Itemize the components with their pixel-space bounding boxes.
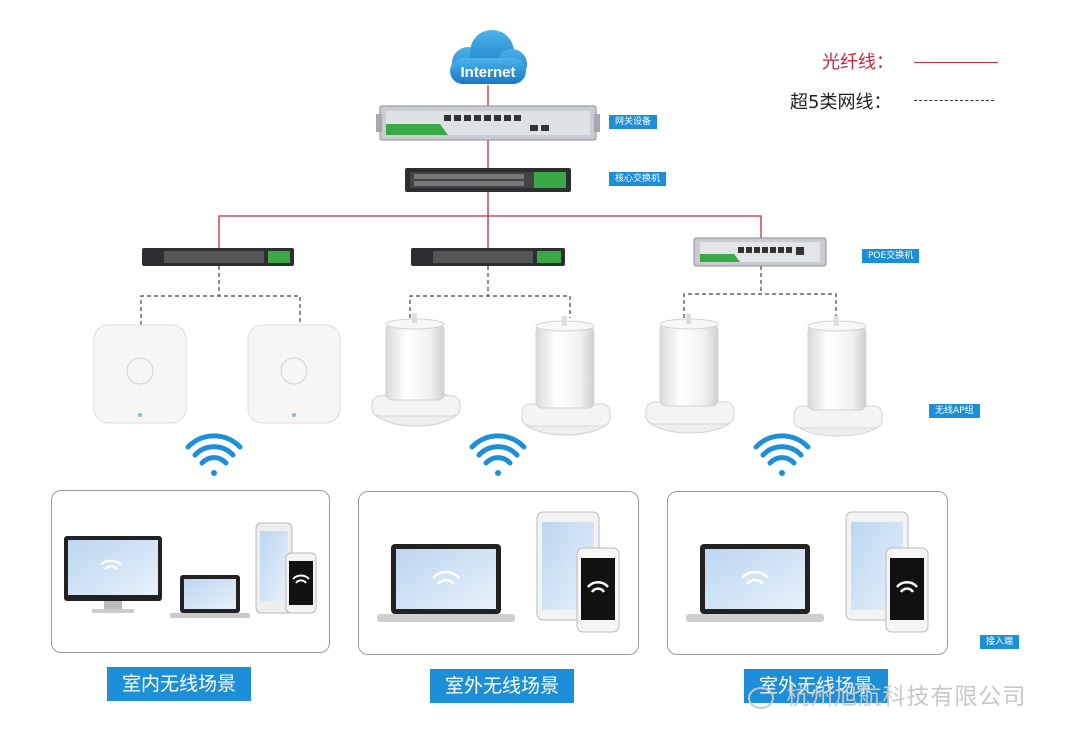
scene-label-outdoor-2: 室外无线场景	[744, 669, 888, 703]
core-switch-tag: 核心交换机	[609, 172, 667, 186]
gateway-device-icon	[376, 105, 600, 141]
legend-cat5e-line	[914, 100, 994, 101]
gateway-tag: 网关设备	[609, 115, 658, 129]
access-switch-middle-icon	[411, 248, 565, 266]
wifi-signal-3-icon	[753, 433, 811, 476]
outdoor-scene-1-panel	[358, 491, 639, 655]
outdoor-ap-2-icon	[521, 316, 611, 436]
cat5e-links	[140, 266, 837, 325]
ceiling-ap-2-icon	[247, 324, 341, 424]
outdoor-ap-1-icon	[371, 313, 461, 427]
wifi-signal-2-icon	[469, 433, 527, 476]
scene-label-outdoor-1: 室外无线场景	[430, 669, 574, 703]
wifi-signal-1-icon	[185, 433, 243, 476]
legend-fiber-label: 光纤线：	[822, 52, 894, 73]
fiber-links	[218, 85, 762, 248]
legend-cat5e-label: 超5类网线：	[790, 92, 892, 113]
outdoor-scene-2-panel	[667, 491, 948, 655]
access-tag: 接入端	[980, 635, 1020, 649]
legend-fiber-line	[914, 62, 998, 63]
poe-switch-tag: POE交换机	[862, 249, 920, 263]
internet-cloud-icon	[450, 30, 527, 84]
core-switch-icon	[405, 168, 571, 192]
outdoor-ap-4-icon	[793, 316, 883, 437]
wechat-icon	[748, 686, 774, 709]
outdoor-ap-3-icon	[645, 314, 735, 434]
outdoor-devices-1-icon	[377, 511, 620, 633]
indoor-scene-panel	[51, 490, 330, 653]
poe-switch-icon	[693, 237, 827, 267]
scene-label-indoor: 室内无线场景	[107, 667, 251, 701]
watermark-text: 杭州旭航科技有限公司	[786, 684, 1027, 710]
access-switch-left-icon	[142, 248, 294, 266]
watermark: 杭州旭航科技有限公司	[748, 677, 1026, 711]
legend-cat5e: 超5类网线：	[790, 88, 891, 114]
internet-label: Internet	[460, 64, 515, 81]
outdoor-devices-2-icon	[686, 511, 929, 633]
legend-fiber: 光纤线：	[822, 48, 894, 74]
ap-group-tag: 无线AP组	[929, 404, 980, 418]
ceiling-ap-1-icon	[93, 324, 187, 424]
indoor-devices-icon	[64, 522, 317, 618]
